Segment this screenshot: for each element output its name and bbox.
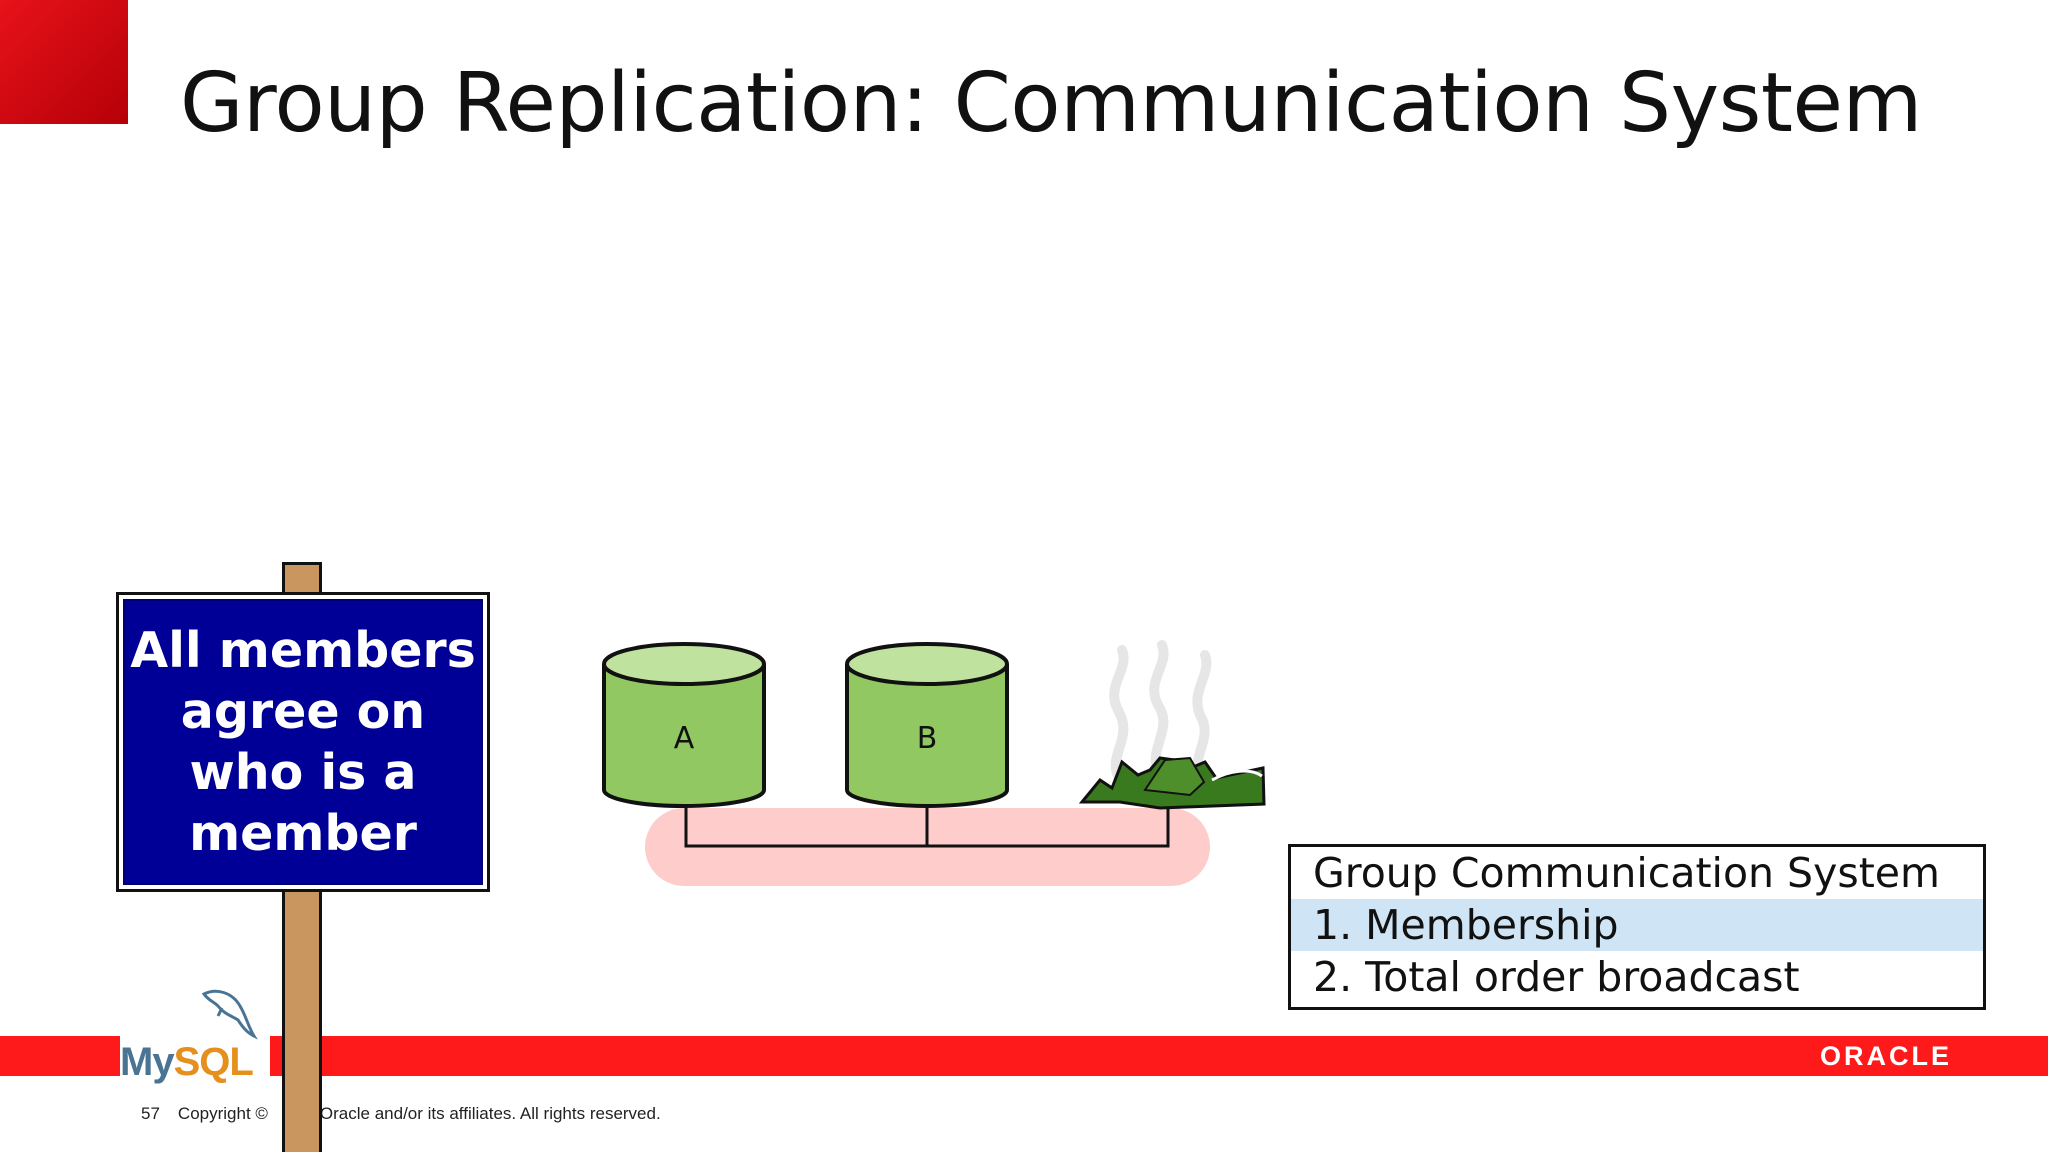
slide-title: Group Replication: Communication System <box>180 56 1922 151</box>
footer-text: 57 Copyright © Oracle and/or its affiliat… <box>141 1104 661 1124</box>
mysql-logo-my: My <box>120 1040 175 1084</box>
copyright-suffix: Oracle and/or its affiliates. All rights… <box>319 1104 661 1123</box>
oracle-logo: ORACLE <box>1820 1041 1952 1071</box>
smoke <box>1109 640 1212 785</box>
legend-title: Group Communication System <box>1313 849 1940 897</box>
sign-line: who is a <box>189 744 417 801</box>
sign-line: member <box>189 805 417 862</box>
gcs-legend-box: Group Communication System 1. Membership… <box>1288 844 1986 1010</box>
network-bus <box>684 805 1170 848</box>
dolphin-icon <box>201 989 258 1040</box>
sign-line: All members <box>130 622 476 679</box>
legend-item-membership: 1. Membership <box>1291 899 1983 951</box>
sign-line: agree on <box>180 683 426 740</box>
crashed-node <box>1078 756 1266 810</box>
database-node-a: A <box>602 642 766 808</box>
copyright-prefix: Copyright © <box>177 1104 268 1123</box>
legend-item-total-order-broadcast: 2. Total order broadcast <box>1313 953 1800 1001</box>
node-b-label: B <box>917 721 938 756</box>
brand-corner-block <box>0 0 128 124</box>
database-node-b: B <box>845 642 1009 808</box>
node-a-label: A <box>674 721 695 756</box>
membership-sign: All members agree on who is a member <box>116 592 490 892</box>
page-number: 57 <box>141 1104 160 1123</box>
mysql-logo-sql: SQL <box>173 1040 254 1084</box>
mysql-logo: MySQL <box>120 1030 270 1086</box>
sign-text: All members agree on who is a member <box>130 620 476 864</box>
footer-red-bar <box>0 1036 2048 1076</box>
replication-diagram: A B <box>602 640 1266 886</box>
